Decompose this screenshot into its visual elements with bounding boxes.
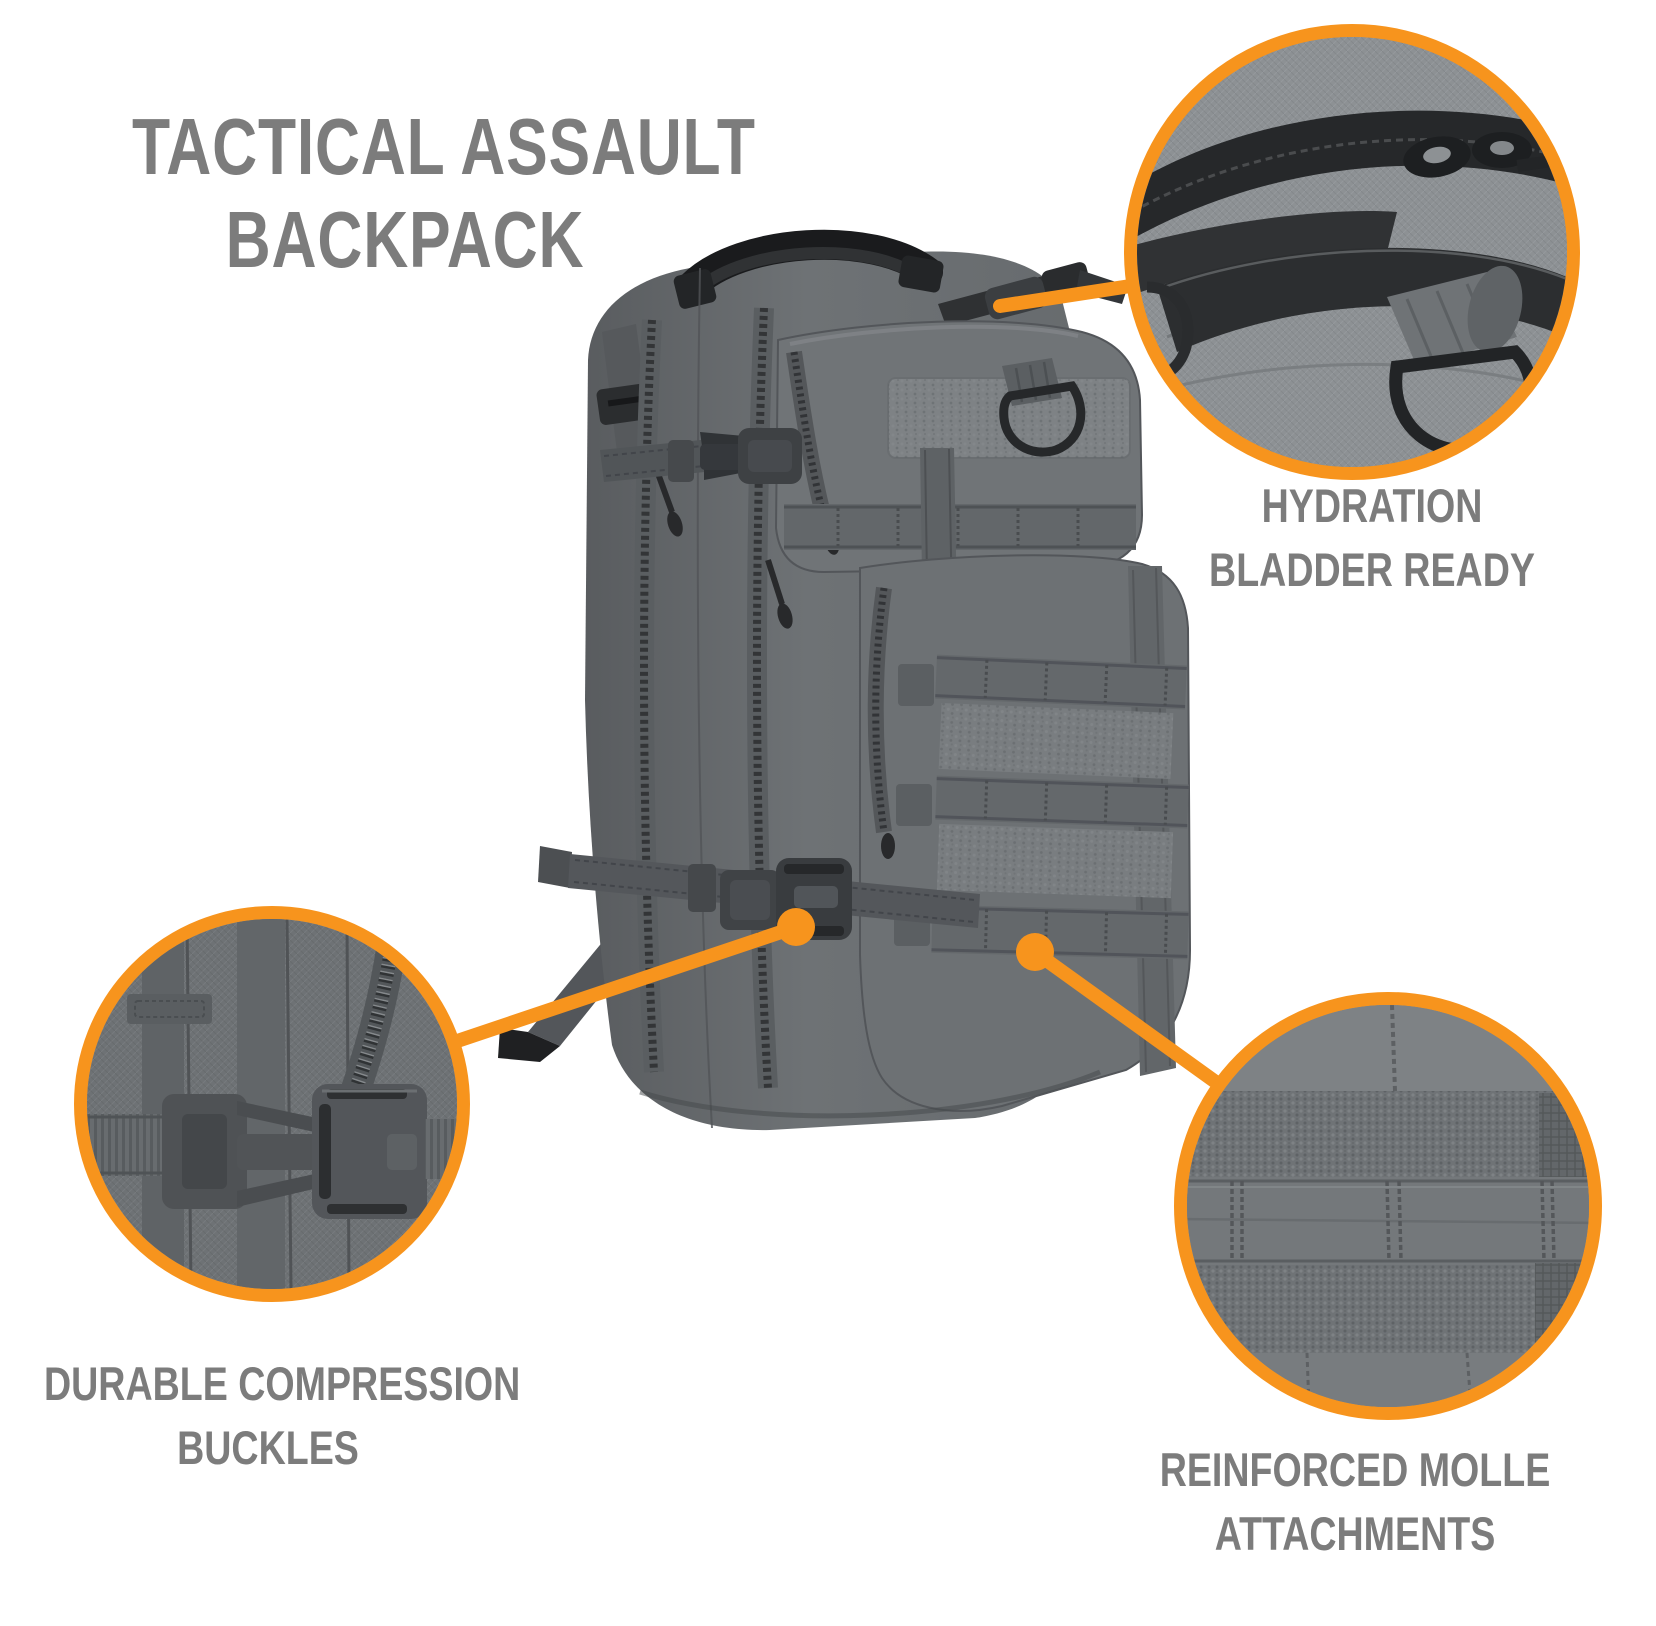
page-title-line2: BACKPACK: [225, 195, 585, 284]
main-zippers: [634, 267, 793, 1129]
compression-label: DURABLE COMPRESSION BUCKLES: [0, 1352, 548, 1480]
molle-band-row: [931, 904, 1189, 960]
velcro-row: [1187, 1091, 1589, 1177]
compression-label-line1: DURABLE COMPRESSION: [44, 1357, 521, 1410]
molle-label-line2: ATTACHMENTS: [1214, 1507, 1496, 1560]
molle-band-row: [935, 654, 1187, 710]
bottom-seam: [639, 1069, 1101, 1119]
page-title: TACTICAL ASSAULT BACKPACK: [55, 100, 755, 286]
molle-label: REINFORCED MOLLE ATTACHMENTS: [1075, 1438, 1635, 1566]
hydration-label-line2: BLADDER READY: [1209, 543, 1535, 596]
molle-detail-circle: [1174, 992, 1602, 1420]
leader-dot-molle: [1016, 933, 1054, 971]
webbing-tab: [127, 994, 212, 1024]
molle-band-row: [935, 775, 1189, 829]
side-release-buckle-closeup: [162, 1084, 457, 1219]
lower-front-pouch: [859, 554, 1192, 1112]
leader-dot-compression: [777, 908, 815, 946]
page-title-line1: TACTICAL ASSAULT: [132, 102, 756, 191]
d-ring: [999, 358, 1086, 457]
compression-buckle-detail-circle: [74, 906, 470, 1302]
velcro-row: [1187, 1265, 1589, 1353]
hydration-label-line1: HYDRATION: [1261, 479, 1483, 532]
hydration-flap: [1157, 247, 1567, 352]
upper-compression-buckle: [600, 428, 802, 484]
compression-label-line2: BUCKLES: [177, 1421, 359, 1474]
carry-handle: [673, 229, 944, 309]
molle-webbing-band: [1187, 1177, 1589, 1265]
hydration-label: HYDRATION BLADDER READY: [1092, 474, 1652, 602]
hydration-detail-circle: [1124, 24, 1580, 480]
molle-label-line1: REINFORCED MOLLE: [1159, 1443, 1551, 1496]
